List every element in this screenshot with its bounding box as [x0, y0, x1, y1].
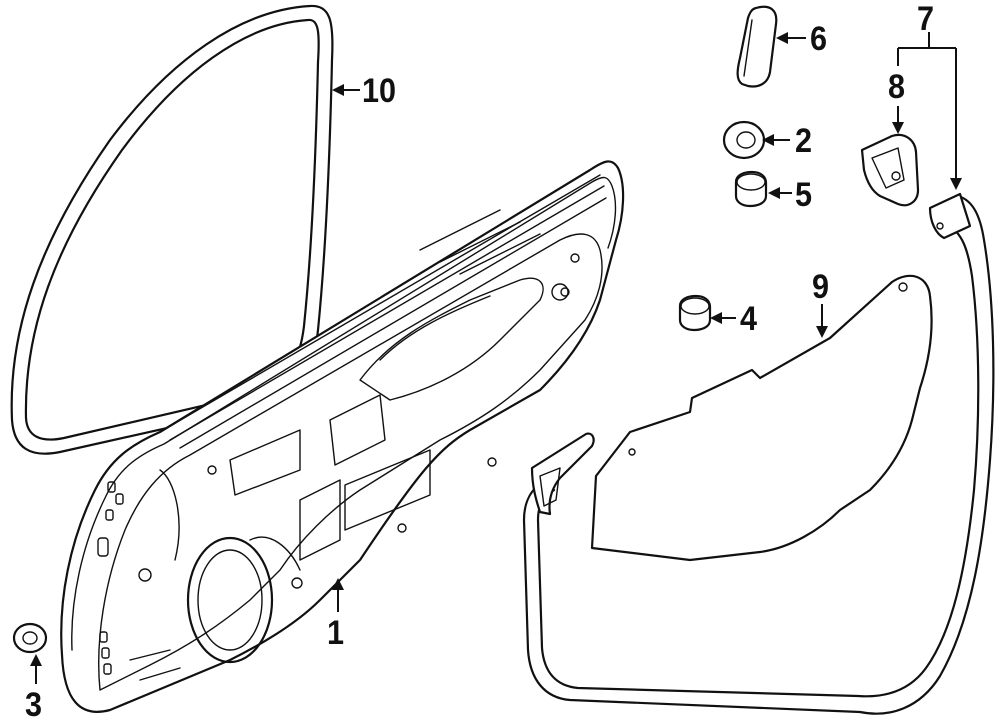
callout-7: 7	[917, 0, 935, 38]
door-shell-part-1	[60, 160, 625, 713]
callout-9: 9	[812, 268, 830, 306]
plug-part-2	[722, 120, 766, 160]
callout-8: 8	[888, 68, 906, 106]
callout-3: 3	[25, 686, 43, 724]
bumper-part-5	[734, 170, 768, 208]
callout-10: 10	[362, 72, 397, 110]
callout-1: 1	[327, 614, 345, 652]
grommet-part-3	[12, 622, 48, 654]
callout-5: 5	[795, 176, 813, 214]
leader-lines	[30, 32, 962, 684]
callout-4: 4	[740, 300, 758, 338]
watershield-part-9	[590, 274, 933, 562]
bumper-part-4	[678, 294, 712, 332]
callout-2: 2	[795, 122, 813, 160]
callout-6: 6	[810, 20, 828, 58]
cover-pad-part-6	[736, 5, 778, 88]
door-seal-part-7	[522, 192, 995, 715]
bracket-part-8	[860, 133, 920, 207]
